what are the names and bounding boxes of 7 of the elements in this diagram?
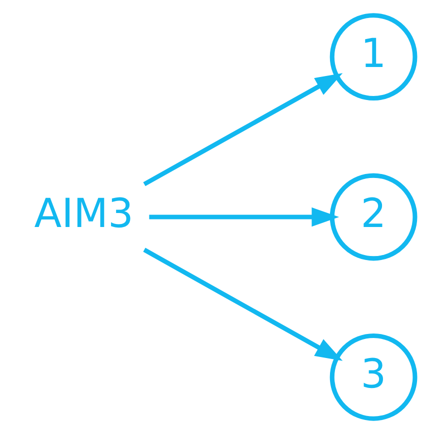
arrow [149, 207, 340, 227]
arrow [143, 73, 343, 186]
node-circle: 2 [330, 173, 418, 261]
arrow [143, 248, 343, 361]
node-circle: 3 [330, 333, 418, 421]
node-text: AIM3 [34, 191, 134, 238]
node-circle: 1 [330, 13, 418, 101]
